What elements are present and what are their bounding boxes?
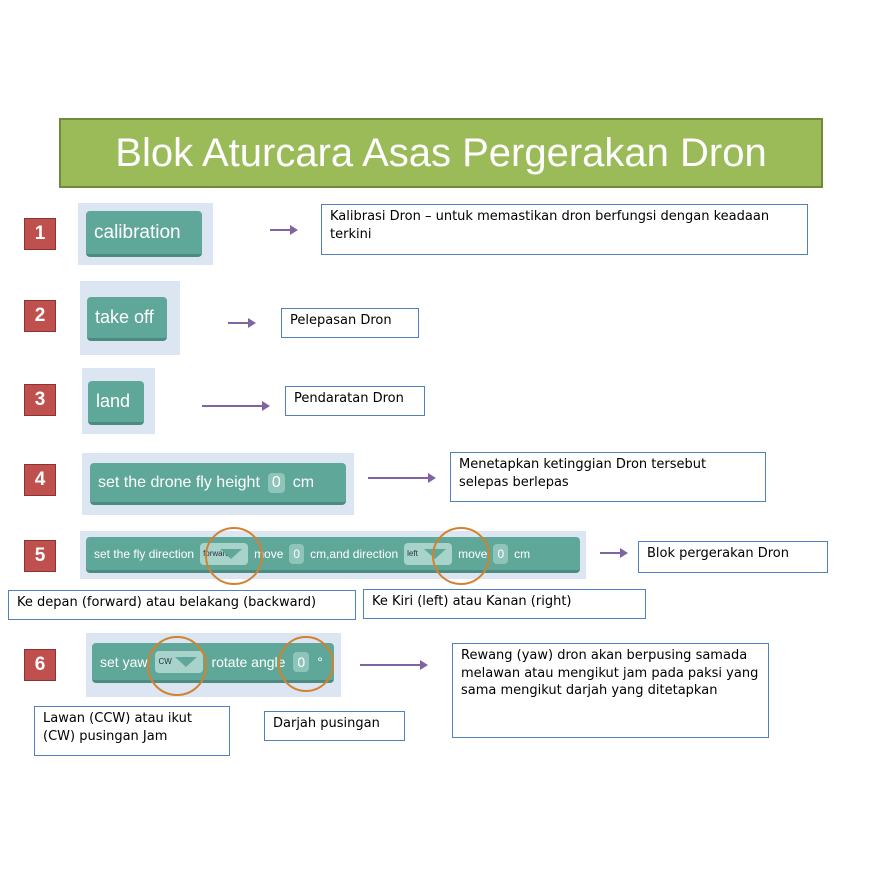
block-label: set the drone fly height (98, 473, 260, 491)
note-ccw-cw: Lawan (CCW) atau ikut (CW) pusingan Jam (34, 706, 230, 756)
highlight-circle (278, 636, 334, 692)
arrow-icon (270, 225, 298, 235)
fly-height-block: set the drone fly height 0 cm (90, 463, 346, 505)
note-forward-backward: Ke depan (forward) atau belakang (backwa… (8, 590, 356, 620)
calibration-block: calibration (86, 211, 202, 257)
step-number-4: 4 (24, 464, 56, 496)
arrow-icon (600, 548, 628, 558)
desc-box-5: Blok pergerakan Dron (638, 541, 828, 573)
slide-title: Blok Aturcara Asas Pergerakan Dron (59, 118, 823, 188)
desc-box-3: Pendaratan Dron (285, 386, 425, 416)
take-off-block: take off (87, 297, 167, 341)
note-left-right: Ke Kiri (left) atau Kanan (right) (363, 589, 646, 619)
desc-box-1: Kalibrasi Dron – untuk memastikan dron b… (321, 204, 808, 255)
arrow-icon (368, 473, 436, 483)
move-value-2: 0 (493, 543, 509, 564)
desc-box-6: Rewang (yaw) dron akan berpusing samada … (452, 643, 769, 738)
step-number-1: 1 (24, 218, 56, 250)
height-value: 0 (267, 472, 285, 493)
move-value-1: 0 (289, 543, 305, 564)
highlight-circle (205, 527, 263, 585)
arrow-icon (202, 401, 270, 411)
highlight-circle (147, 636, 207, 696)
arrow-icon (228, 318, 256, 328)
arrow-icon (360, 660, 428, 670)
and-direction-label: cm,and direction (310, 546, 399, 561)
block-label: set yaw (100, 653, 148, 670)
highlight-circle (432, 527, 490, 585)
rotate-angle-label: rotate angle (211, 653, 286, 670)
fly-direction-block: set the fly direction forward move 0 cm,… (86, 537, 580, 573)
step-number-6: 6 (24, 649, 56, 681)
unit-label: cm (292, 473, 315, 491)
land-block: land (88, 381, 144, 425)
step-number-2: 2 (24, 300, 56, 332)
unit-label: cm (514, 546, 531, 561)
step-number-3: 3 (24, 384, 56, 416)
block-label: set the fly direction (94, 546, 195, 561)
note-angle: Darjah pusingan (264, 711, 405, 741)
step-number-5: 5 (24, 540, 56, 572)
desc-box-4: Menetapkan ketinggian Dron tersebut sele… (450, 452, 766, 502)
desc-box-2: Pelepasan Dron (281, 308, 419, 338)
